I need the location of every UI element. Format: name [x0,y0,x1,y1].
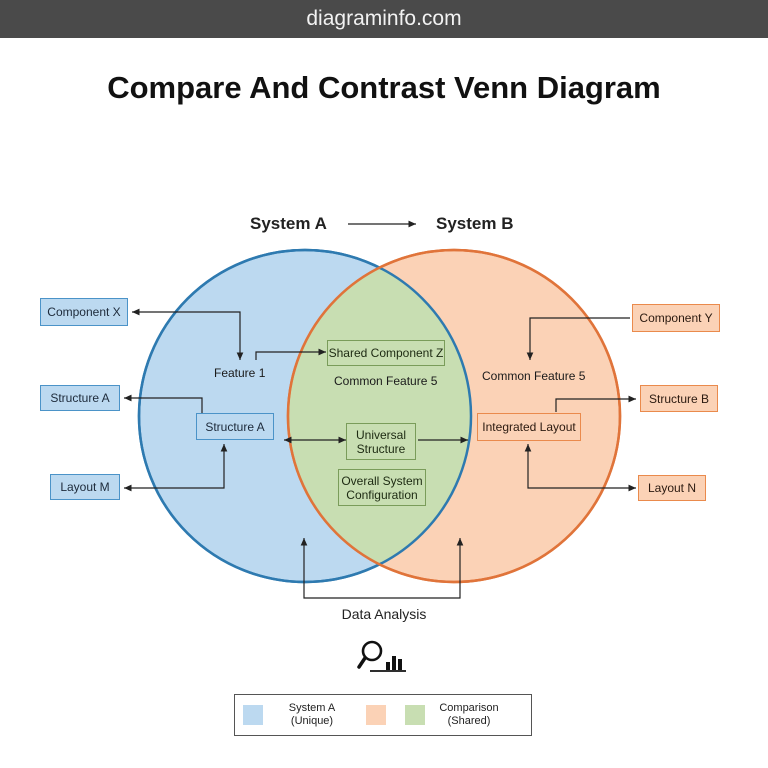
component-y-box[interactable]: Component Y [632,304,720,332]
overall-configuration-line1: Overall System [341,473,423,488]
universal-structure-line1: Universal [355,427,406,442]
legend-system-a-line1: System A [288,702,336,714]
connector-layout-m [124,444,228,492]
system-a-label: System A [250,214,327,233]
overlap-common-feature-label: Common Feature 5 [334,374,438,388]
system-b-label: System B [436,214,514,233]
circle-b-common-feature-label: Common Feature 5 [482,369,586,383]
data-analysis-label: Data Analysis [341,606,427,622]
component-x-box[interactable]: Component X [40,298,128,326]
universal-structure-line2: Structure [356,441,406,456]
magnifier-chart-icon [357,640,406,672]
legend-swatch-system-a [243,705,263,725]
legend-system-a-line2: (Unique) [290,715,334,727]
feature-1-label: Feature 1 [214,366,266,380]
page-title: Compare And Contrast Venn Diagram [107,70,661,105]
connector-data-analysis [300,538,464,599]
legend-system-a: System A (Unique) [281,702,343,728]
connector-feature-shared [255,348,326,360]
structure-a-inner-box[interactable]: Structure A [196,413,274,440]
overall-configuration-line2: Configuration [346,487,418,502]
legend-swatch-shared [405,705,425,725]
structure-b-box[interactable]: Structure B [640,385,718,412]
integrated-layout-box[interactable]: Integrated Layout [477,413,581,441]
layout-m-box[interactable]: Layout M [50,474,120,500]
universal-structure-box[interactable]: Universal Structure [346,423,416,460]
structure-a-outer-box[interactable]: Structure A [40,385,120,411]
overall-configuration-box[interactable]: Overall System Configuration [338,469,426,506]
connector-structure-a [124,394,203,414]
shared-component-z-box[interactable]: Shared Component Z [327,340,445,366]
connector-component-y [526,317,630,360]
layout-n-box[interactable]: Layout N [638,475,706,501]
legend-comparison: Comparison (Shared) [433,702,505,728]
site-header: diagraminfo.com [0,0,768,38]
connector-structure-b [555,395,636,412]
site-domain[interactable]: diagraminfo.com [306,7,462,30]
connector-component-x [132,308,244,360]
legend-comparison-line2: (Shared) [447,715,491,727]
legend-comparison-line1: Comparison [439,702,499,714]
connector-layout-n [524,444,636,492]
legend-swatch-system-b [366,705,386,725]
legend: System A (Unique) Comparison (Shared) [234,694,532,736]
